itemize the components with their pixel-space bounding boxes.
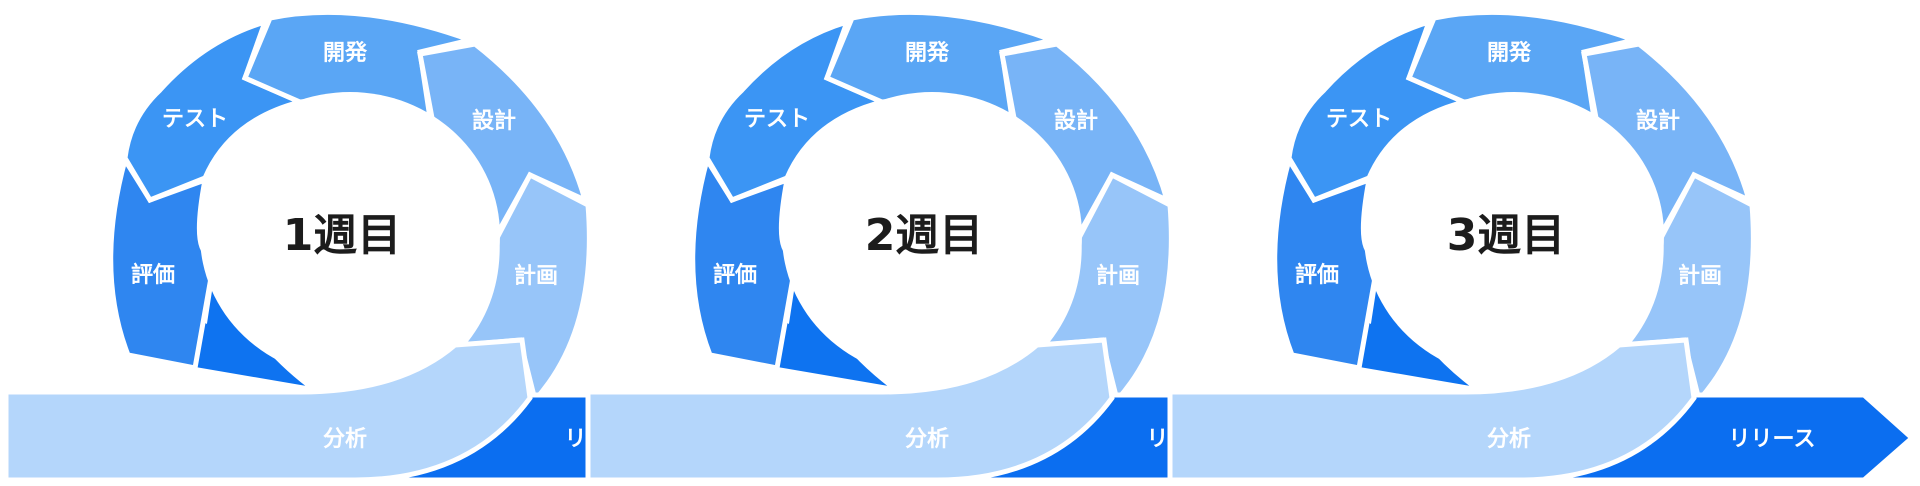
label-sekkei: 設計 (1054, 108, 1098, 134)
cycle-center-circle (1364, 92, 1664, 378)
segment-bunseki (585, 337, 1115, 483)
segment-hyouka (1272, 153, 1383, 371)
cycle-center-circle (782, 92, 1082, 378)
label-kaihatsu: 開発 (323, 41, 368, 66)
label-bunseki: 分析 (1487, 427, 1531, 452)
label-kaihatsu: 開発 (1487, 41, 1532, 66)
cycle-2: 2週目 開発 設計 計画 分析 テスト 評価 リリース (585, 9, 1334, 483)
segment-test (122, 18, 308, 204)
label-hyouka: 評価 (713, 262, 757, 288)
label-test: テスト (744, 107, 810, 132)
label-bunseki: 分析 (905, 427, 949, 452)
segment-bunseki (3, 337, 533, 483)
label-keikaku: 計画 (514, 263, 558, 289)
label-keikaku: 計画 (1678, 263, 1722, 289)
label-keikaku: 計画 (1096, 263, 1140, 289)
label-sekkei: 設計 (1636, 108, 1680, 134)
segment-bunseki (1167, 337, 1697, 483)
cycle-title: 1週目 (283, 210, 402, 261)
segment-test (704, 18, 890, 204)
label-test: テスト (1326, 107, 1392, 132)
segment-test (1286, 18, 1472, 204)
label-test: テスト (162, 107, 228, 132)
segment-hyouka (690, 153, 801, 371)
segment-hyouka (108, 153, 219, 371)
label-sekkei: 設計 (472, 108, 516, 134)
cycle-3: 3週目 開発 設計 計画 分析 テスト 評価 リリース (1167, 9, 1916, 483)
label-release: リリース (1729, 427, 1816, 452)
cycle-center-circle (200, 92, 500, 378)
cycle-title: 3週目 (1447, 210, 1566, 261)
label-hyouka: 評価 (1295, 262, 1339, 288)
label-hyouka: 評価 (131, 262, 175, 288)
label-bunseki: 分析 (323, 427, 367, 452)
cycle-title: 2週目 (865, 210, 984, 261)
label-kaihatsu: 開発 (905, 41, 950, 66)
